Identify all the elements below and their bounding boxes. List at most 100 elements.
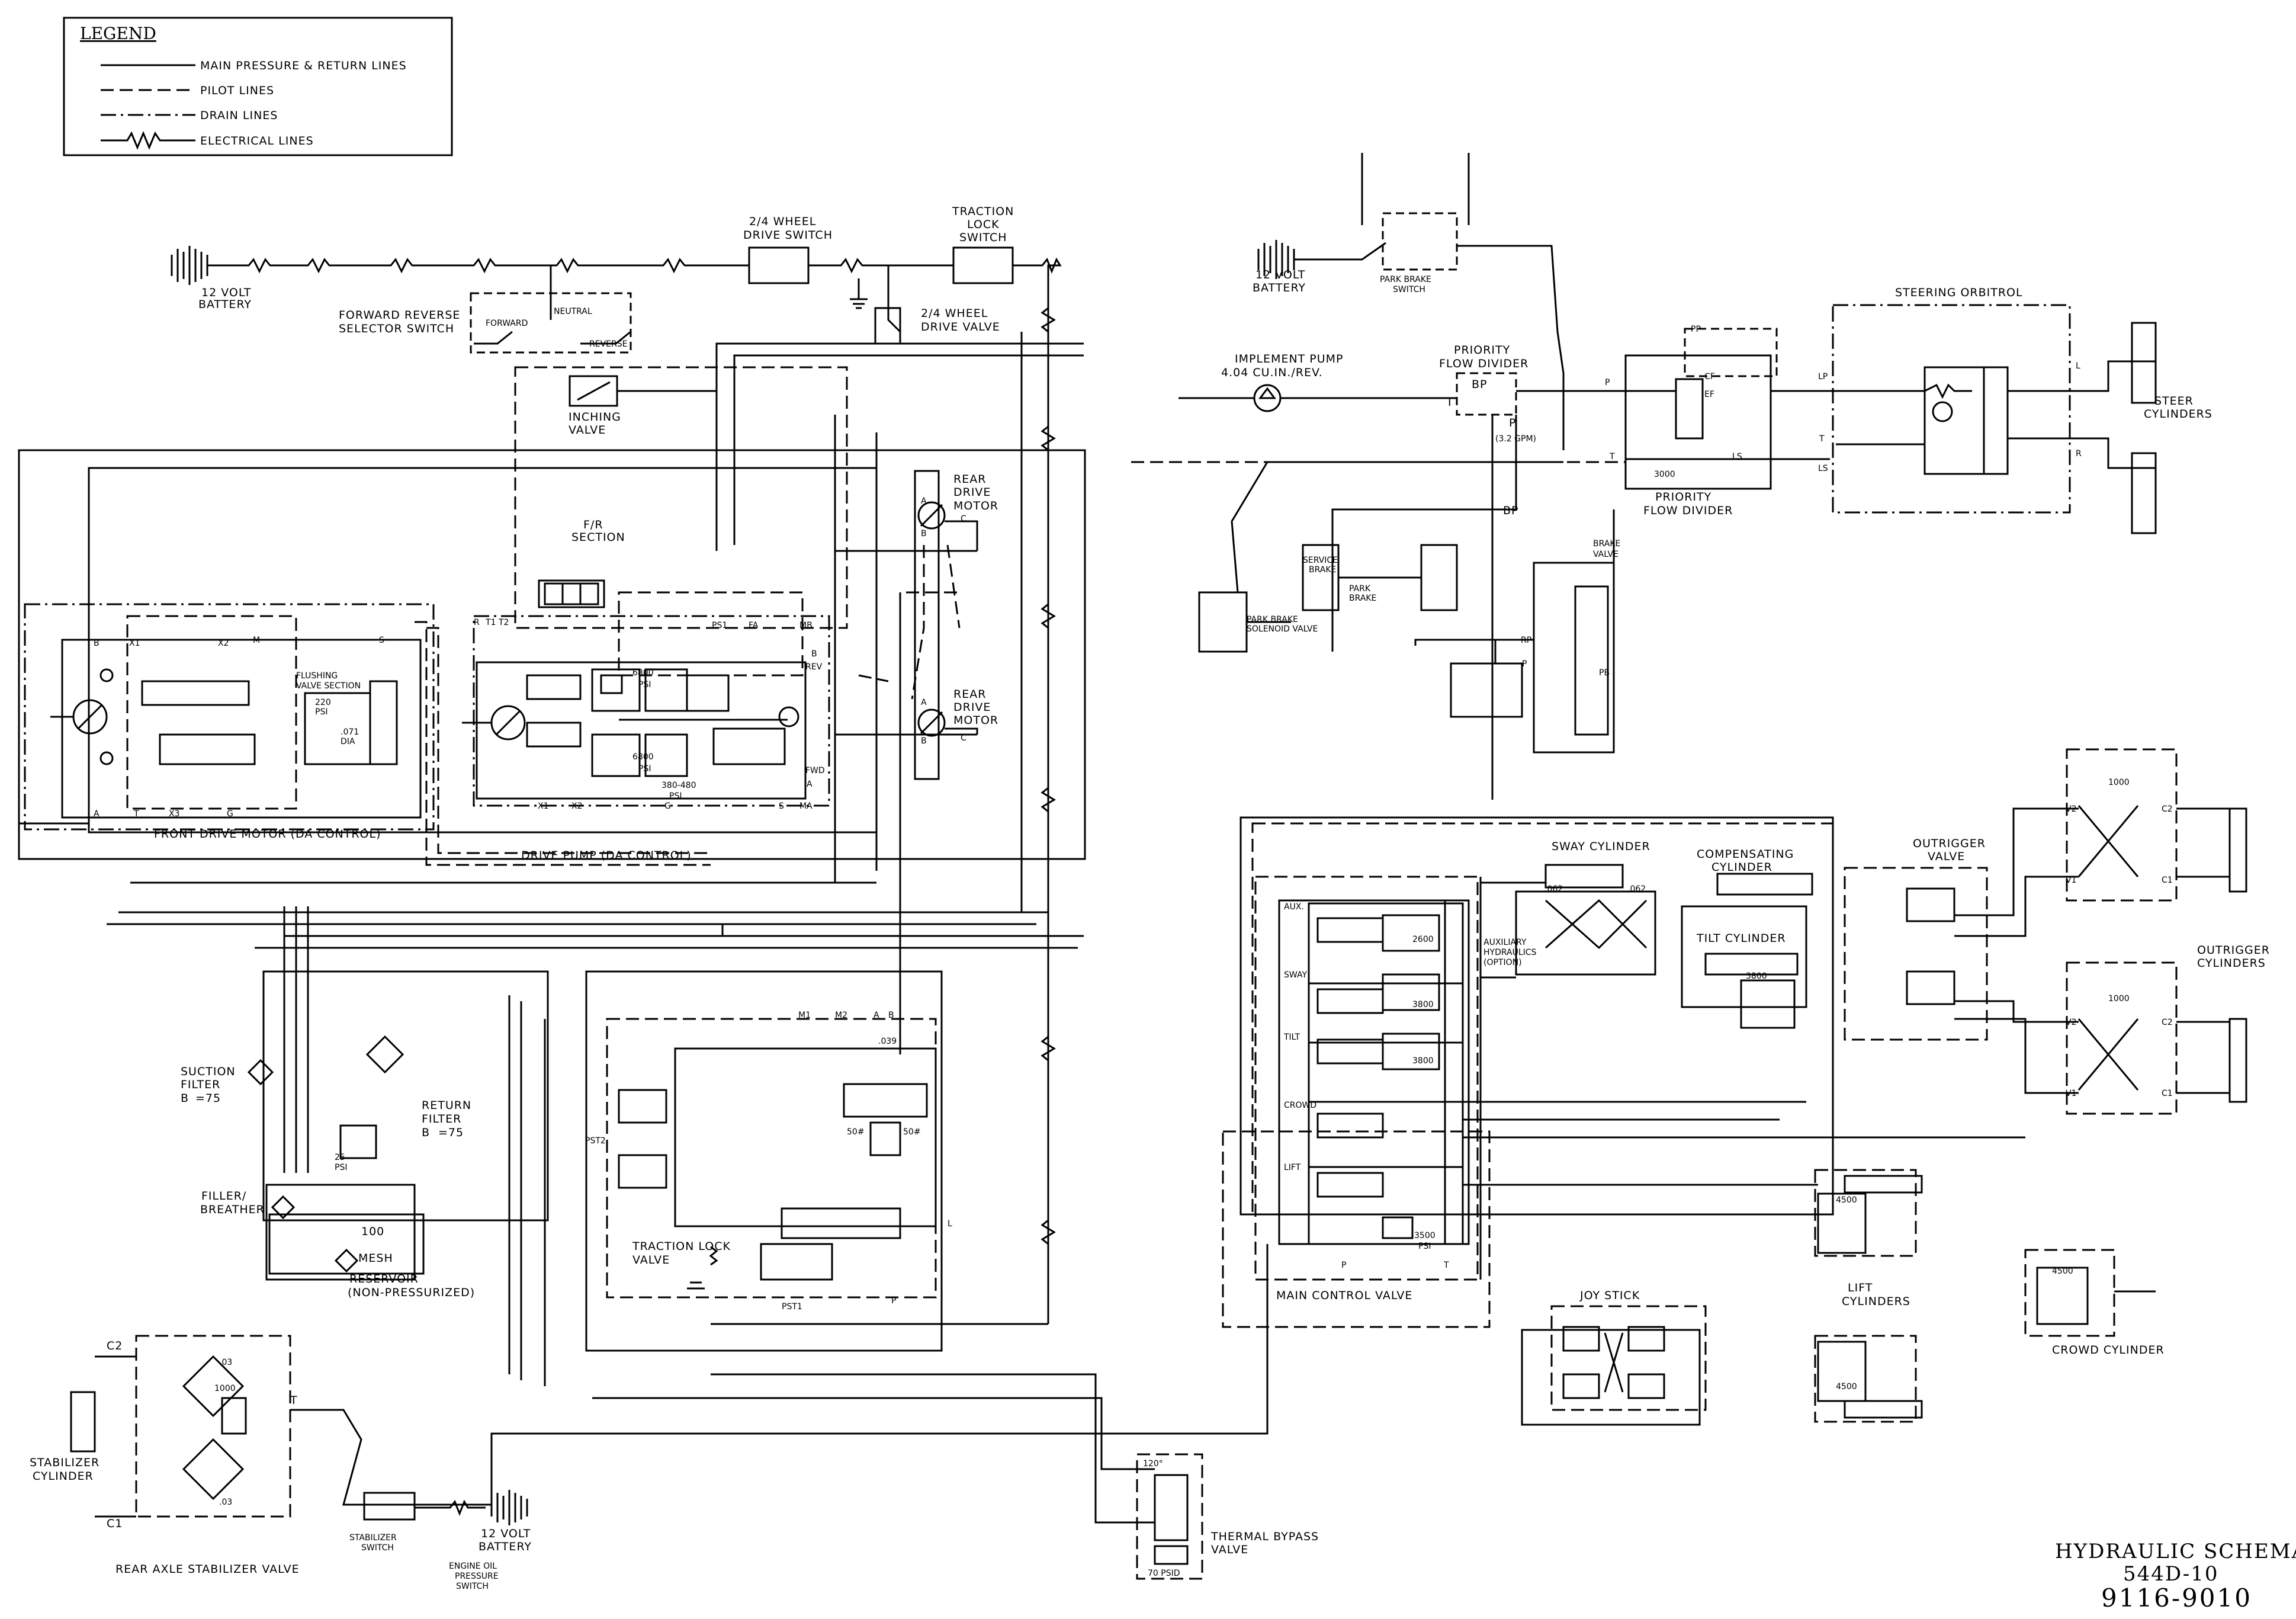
schematic-label: L [2076,361,2080,371]
joy-stick-label: JOY STICK [1579,1289,1640,1302]
schematic-label: A [94,809,99,819]
main-control-valve [1222,816,1834,1328]
schematic-label: LIFT [1284,1163,1301,1172]
legend-drain-lines: DRAIN LINES [200,109,278,122]
schematic-label: PST2 [585,1136,606,1146]
fr-section [538,579,605,608]
flush-orifice-1: .071 [341,727,359,737]
schematic-number: 9116-9010 [2101,1583,2252,1612]
schematic-label: 50# [903,1127,921,1137]
schematic-label: 1000 [2108,994,2130,1004]
schematic-label: C2 [2162,804,2173,814]
schematic-label: 3000 [1654,470,1675,479]
wheel-valve-label-1: 2/4 WHEEL [921,307,988,320]
stabilizer-switch-label-1: STABILIZER [349,1533,397,1543]
brake-system [1198,509,1615,754]
schematic-label: I [1448,396,1452,409]
battery-bottom-icon [490,1490,528,1525]
schematic-label: C1 [2162,876,2173,885]
schematic-label: .062 [1544,884,1563,894]
schematic-label: L [948,1219,952,1229]
schematic-label: R [2076,449,2082,459]
fr-selector-switch [470,265,632,354]
schematic-label: PB [1599,668,1610,678]
legend-pilot-lines: PILOT LINES [200,84,274,97]
fr-selector-label-2: SELECTOR SWITCH [339,322,454,335]
schematic-model: 544D-10 [2123,1562,2219,1586]
battery-left-icon [171,246,208,285]
flush-psi-2: PSI [315,707,327,717]
schematic-label: PP [1691,325,1701,334]
thermal-bypass-label-1: THERMAL BYPASS [1210,1530,1319,1543]
lift-cyl-label-2: CYLINDERS [1842,1295,1910,1308]
outrigger-valve-label-2: VALVE [1928,850,1965,863]
reverse-label: REVERSE [589,339,627,349]
schematic-label: B [811,649,817,659]
schematic-label: AUX. [1284,902,1304,912]
inching-valve [569,375,718,409]
crowd-cyl-label: CROWD CYLINDER [2052,1344,2165,1357]
schematic-label: CF [1704,372,1715,381]
traction-valve-label-2: VALVE [632,1253,670,1267]
schematic-label: M1 [798,1011,811,1020]
schematic-label: V2 [2066,804,2076,814]
rear-axle-label: REAR AXLE STABILIZER VALVE [115,1563,300,1576]
wheel-switch-label-2: DRIVE SWITCH [743,229,833,242]
battery-bottom-label-2: BATTERY [479,1540,532,1553]
schematic-label: LS [1732,452,1742,461]
schematic-label: X1 [129,639,140,648]
tilt-cyl-label: TILT CYLINDER [1696,932,1786,945]
implement-pump-area [1131,328,1972,800]
engine-oil-label-3: SWITCH [456,1582,489,1591]
outrigger-valve-label-1: OUTRIGGER [1913,837,1986,850]
schematic-label: BP [1503,504,1519,517]
drive-pump [462,615,830,807]
schematic-label: X2 [218,639,229,648]
return-filter-label-1: RETURN [422,1099,471,1112]
schematic-label: .039 [878,1037,897,1046]
schematic-label: A [921,698,927,707]
schematic-label: REV [805,662,823,672]
battery-right-label-1: 12 VOLT [1255,268,1305,281]
schematic-label: 4500 [1836,1195,1857,1205]
park-brake-label-1: PARK [1349,584,1371,594]
schematic-label: BP [1472,378,1488,391]
schematic-label: C [961,514,966,524]
brake-valve-label-2: VALVE [1593,550,1619,559]
schematic-label: 120° [1143,1459,1163,1469]
front-drive-motor [24,603,435,831]
suction-filter-label-1: SUCTION [181,1065,236,1078]
suction-filter-label-4: =75 [195,1092,221,1105]
schematic-label: M [253,636,260,645]
schematic-label: 2600 [1412,935,1434,944]
park-brake-label-2: BRAKE [1349,594,1376,603]
schematic-label: FA [749,621,759,630]
wheel-valve-label-2: DRIVE VALVE [921,320,1000,334]
thermal-bypass-valve [490,1244,1269,1580]
pump-psi-2u: PSI [638,764,651,774]
rear-axle-stabilizer [70,1335,492,1521]
rear-motor-top-1: REAR [953,473,986,486]
schematic-label: 3800 [1412,1000,1434,1009]
suction-filter-label-2: FILTER [181,1078,220,1091]
engine-oil-label-1: ENGINE OIL [449,1562,497,1571]
schematic-label: CROWD [1284,1101,1316,1110]
schematic-label: M2 [835,1011,847,1020]
schematic-label: 4500 [1836,1382,1857,1392]
rear-motor-top-2: DRIVE [953,486,991,499]
schematic-label: T [1819,434,1825,444]
pfd-top-label-1: PRIORITY [1454,344,1510,357]
schematic-label: T [290,1394,298,1407]
park-switch-label-1: PARK BRAKE [1380,275,1431,284]
fr-section-label-2: SECTION [571,531,625,544]
schematic-label: .03 [219,1498,232,1507]
schematic-label: PSI [1418,1242,1431,1251]
outrigger-area [1844,748,2247,1115]
park-switch-label-2: SWITCH [1393,285,1425,294]
schematic-label: V2 [2066,1018,2076,1027]
schematic-label: C2 [107,1339,123,1352]
schematic-label: C [961,733,966,743]
comp-cyl-label-1: COMPENSATING [1697,848,1794,861]
pfd-bottom-label-2: FLOW DIVIDER [1643,504,1733,517]
return-psi-1: 25 [335,1153,345,1162]
